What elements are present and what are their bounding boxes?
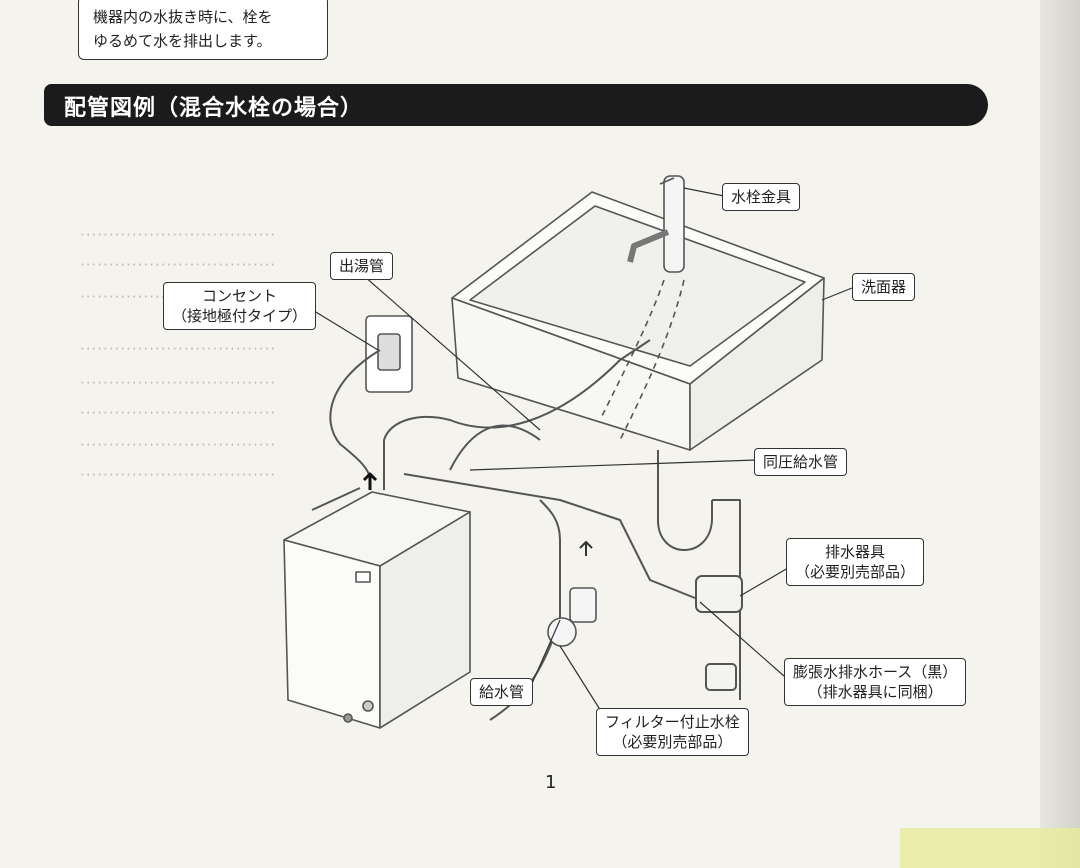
yellow-sheet-corner <box>900 828 1080 868</box>
show-through-dots: ·································· <box>80 466 277 484</box>
manual-page <box>0 0 1040 868</box>
faucet <box>627 175 685 273</box>
expansion-hose-line-1: 膨張水排水ホース（黒） <box>793 663 958 681</box>
note-line-2: ゆるめて水を排出します。 <box>93 32 272 50</box>
pipes <box>311 339 701 721</box>
drain-trap <box>657 450 743 700</box>
callout-supply-pipe: 給水管 <box>470 678 534 706</box>
wash-basin <box>451 191 825 451</box>
section-title: 配管図例（混合水栓の場合） <box>64 96 364 121</box>
show-through-dots: ·································· <box>80 436 277 454</box>
note-line-1: 機器内の水抜き時に、栓を <box>93 8 273 26</box>
wall-outlet <box>365 315 413 393</box>
page-number: 1 <box>545 772 557 793</box>
callout-stop-valve: フィルター付止水栓 （必要別売部品） <box>596 708 749 756</box>
callout-faucet: 水栓金具 <box>722 183 801 211</box>
drain-plug-note: 機器内の水抜き時に、栓を ゆるめて水を排出します。 <box>78 0 328 60</box>
drain-fitting-line-1: 排水器具 <box>825 543 886 561</box>
show-through-dots: ·································· <box>80 340 277 358</box>
leader-lines <box>305 187 853 717</box>
callout-drain-fitting: 排水器具 （必要別売部品） <box>786 538 925 586</box>
stop-valve-line-2: （必要別売部品） <box>612 733 733 751</box>
section-header-bar <box>44 84 988 126</box>
water-heater <box>283 491 471 729</box>
page-edge <box>1040 0 1080 868</box>
flow-arrow-icon <box>579 541 593 556</box>
show-through-dots: ·································· <box>80 374 277 392</box>
flow-arrow-icon <box>362 472 378 490</box>
show-through-dots: ·································· <box>80 404 277 422</box>
outlet-line-1: コンセント <box>202 287 278 305</box>
stop-valve-line-1: フィルター付止水栓 <box>605 713 740 731</box>
expansion-hose-line-2: （排水器具に同梱） <box>807 683 943 701</box>
callout-hot-outlet-pipe: 出湯管 <box>330 252 394 280</box>
callout-expansion-hose: 膨張水排水ホース（黒） （排水器具に同梱） <box>784 658 967 706</box>
outlet-line-2: （接地極付タイプ） <box>172 307 308 325</box>
callout-equal-pressure-pipe: 同圧給水管 <box>754 448 848 476</box>
show-through-dots: ·································· <box>80 226 277 244</box>
plumbing-diagram <box>283 175 853 729</box>
filter-stop-valve <box>547 587 597 647</box>
callout-basin: 洗面器 <box>852 273 916 301</box>
drain-fitting-line-2: （必要別売部品） <box>795 563 916 581</box>
callout-outlet: コンセント （接地極付タイプ） <box>163 282 317 330</box>
show-through-dots: ·································· <box>80 256 277 274</box>
